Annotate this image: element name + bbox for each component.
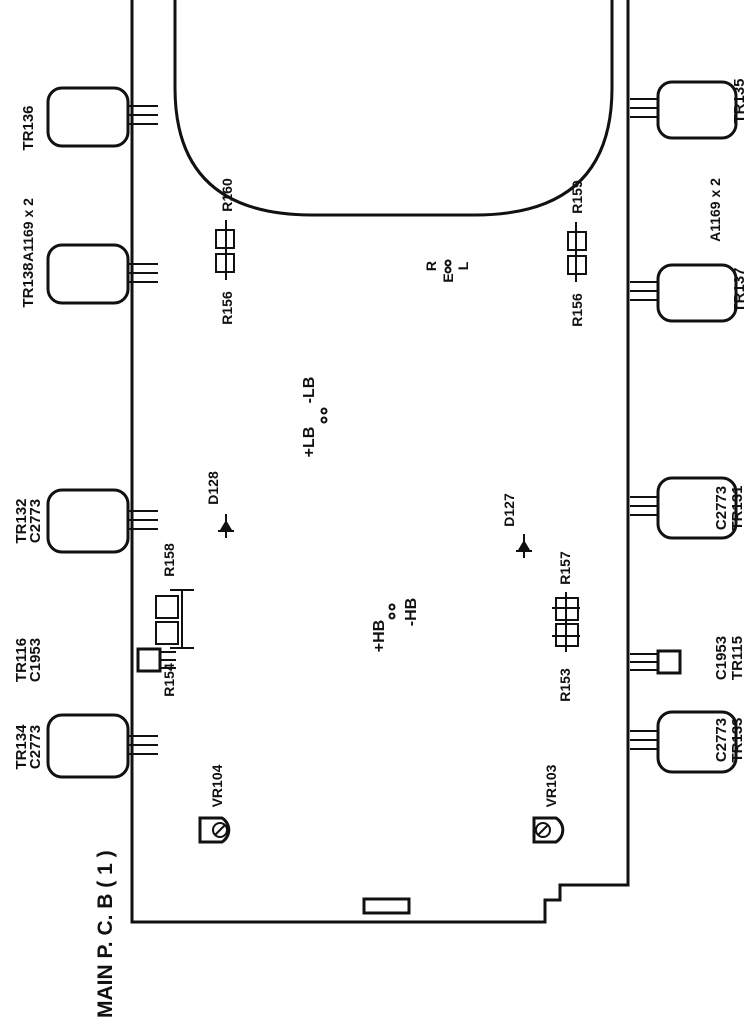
lb-test-points — [320, 407, 328, 424]
label-vr104: VR104 — [209, 764, 225, 807]
label-tr136: TR136 — [20, 105, 37, 150]
label-tr137: TR137 — [731, 267, 748, 312]
resistor-r154-r158 — [155, 589, 194, 649]
edge-connector — [362, 897, 411, 915]
label-d127: D127 — [501, 493, 517, 527]
label-c1953-top: C1953 — [27, 638, 44, 682]
label-r160: R160 — [219, 178, 235, 212]
label-term-e: E — [440, 273, 456, 282]
label-c2773-bot-left: C2773 — [713, 718, 730, 762]
heatsink-cutout — [173, 0, 614, 217]
label-a1169-top: A1169 x 2 — [20, 198, 36, 262]
transistor-tr135 — [630, 80, 738, 140]
diode-d127 — [516, 534, 532, 558]
label-r159: R159 — [569, 180, 585, 214]
label-a1169-bottom: A1169 x 2 — [707, 178, 723, 242]
resistor-r153-r157 — [552, 592, 580, 652]
label-r158: R158 — [161, 543, 177, 577]
hb-test-points — [388, 603, 396, 620]
label-tr116: TR116 — [13, 638, 30, 682]
label-r157: R157 — [557, 551, 573, 585]
label-r153: R153 — [557, 668, 573, 702]
transistor-tr131 — [630, 476, 738, 540]
label-r156-bot: R156 — [569, 293, 585, 327]
label-c1953-bot: C1953 — [713, 636, 730, 680]
label-term-l: L — [455, 261, 471, 270]
label-tr115: TR115 — [729, 636, 746, 680]
label-tr135: TR135 — [731, 78, 748, 123]
label-tr132: TR132 — [13, 498, 30, 543]
resistor-r156-r160-top — [215, 220, 235, 280]
transistor-tr132 — [46, 488, 158, 554]
label-d128: D128 — [205, 471, 221, 505]
vr104-trimmer — [198, 816, 231, 844]
label-tr133: TR133 — [729, 717, 746, 762]
transistor-tr116 — [136, 647, 176, 673]
board-outline — [130, 0, 630, 924]
transistor-tr138 — [46, 243, 158, 305]
label-vr103: VR103 — [543, 764, 559, 807]
label-c2773-bot-mid: C2773 — [713, 486, 730, 530]
label-c2773-top-left: C2773 — [27, 725, 44, 769]
vr103-trimmer — [532, 816, 565, 844]
label-tr131: TR131 — [729, 485, 746, 530]
label-c2773-top-mid: C2773 — [27, 499, 44, 543]
transistor-tr136 — [46, 86, 158, 148]
diode-d128 — [218, 514, 234, 538]
label-r154: R154 — [161, 663, 177, 697]
label-minus-hb: -HB — [403, 598, 420, 626]
transistor-tr115 — [630, 649, 682, 675]
transistor-tr133 — [630, 710, 738, 774]
transistor-tr134 — [46, 713, 158, 779]
label-plus-hb: +HB — [371, 620, 388, 652]
label-plus-lb: +LB — [301, 427, 318, 458]
label-term-r: R — [423, 261, 439, 271]
resistor-r156-r159-bottom — [567, 222, 587, 282]
label-minus-lb: -LB — [301, 377, 318, 404]
transistor-tr137 — [630, 263, 738, 323]
rel-test-points — [444, 259, 452, 274]
label-r156-top: R156 — [219, 291, 235, 325]
label-tr138: TR138 — [20, 262, 37, 307]
label-tr134: TR134 — [13, 724, 30, 770]
board-title: MAIN P. C. B ( 1 ) — [94, 850, 117, 1018]
